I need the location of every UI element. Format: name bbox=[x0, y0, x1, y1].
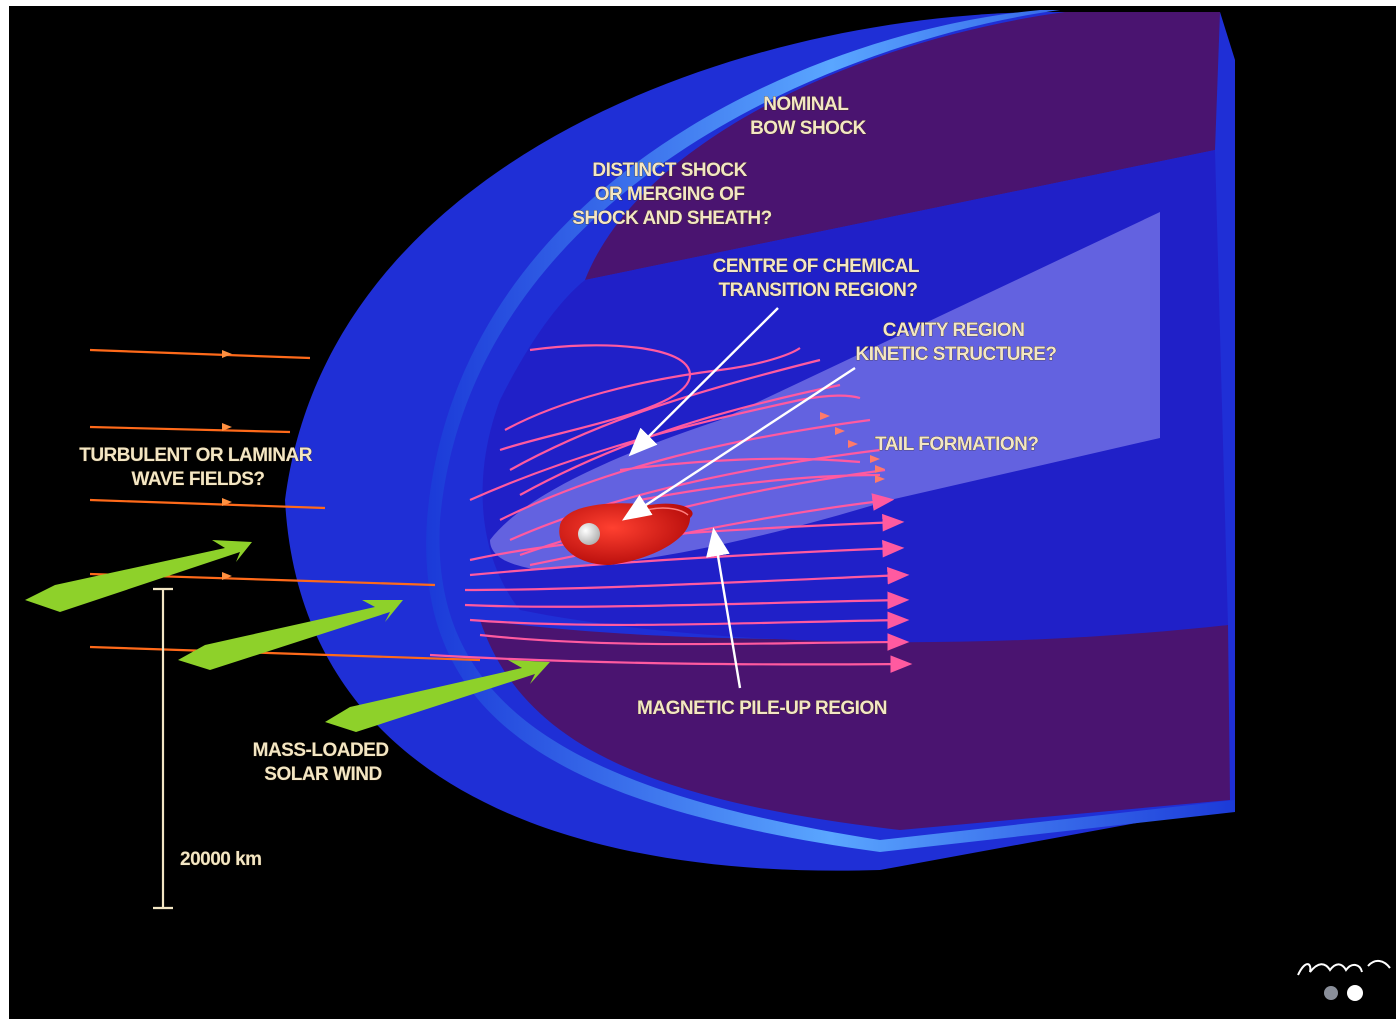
tail-plane bbox=[490, 212, 1160, 570]
tail-arrowheads bbox=[820, 412, 885, 483]
label-cavity-region: CAVITY REGION KINETIC STRUCTURE? bbox=[855, 320, 1056, 365]
label-chemical-transition: CENTRE OF CHEMICAL TRANSITION REGION? bbox=[713, 256, 924, 301]
label-turbulent-wave: TURBULENT OR LAMINAR WAVE FIELDS? bbox=[79, 445, 317, 490]
green-arrow-1 bbox=[25, 540, 252, 612]
scale-bar bbox=[153, 587, 173, 910]
label-mass-loaded-solar-wind: MASS-LOADED SOLAR WIND bbox=[253, 740, 394, 785]
nucleus-body bbox=[578, 523, 600, 545]
green-arrow-3 bbox=[325, 660, 550, 732]
pointer-arrows bbox=[621, 307, 856, 689]
lower-purple-panel bbox=[480, 620, 1230, 830]
label-magnetic-pileup: MAGNETIC PILE-UP REGION bbox=[637, 698, 887, 719]
mass-loaded-arrows bbox=[25, 540, 550, 732]
green-arrow-2 bbox=[178, 600, 403, 670]
pointer-magnetic-pileup bbox=[706, 527, 742, 689]
comet-nucleus bbox=[559, 503, 693, 565]
author-signature-logo bbox=[1297, 960, 1391, 1001]
pointer-chemical-transition bbox=[628, 307, 779, 457]
label-scale-bar: 20000 km bbox=[180, 849, 262, 870]
label-tail-formation: TAIL FORMATION? bbox=[875, 434, 1038, 455]
label-distinct-shock: DISTINCT SHOCK OR MERGING OF SHOCK AND S… bbox=[572, 160, 771, 229]
field-lines bbox=[429, 344, 913, 673]
pointer-cavity-region bbox=[621, 366, 856, 521]
upper-purple-panel bbox=[585, 12, 1220, 280]
label-nominal-bow-shock: NOMINAL BOW SHOCK bbox=[750, 94, 867, 139]
